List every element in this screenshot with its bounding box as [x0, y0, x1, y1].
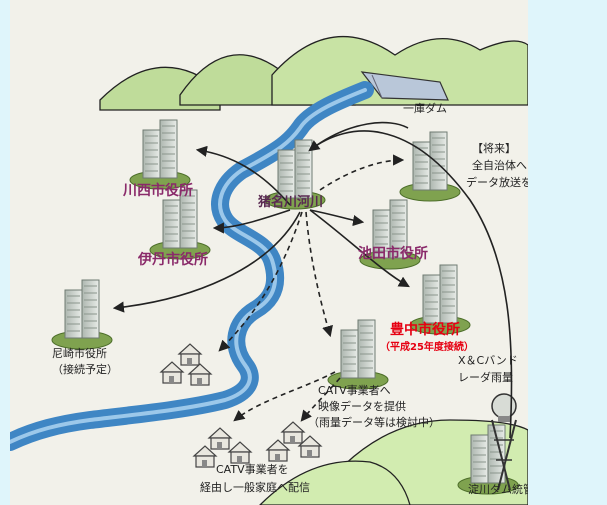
houses-bottom	[193, 421, 322, 468]
kawanishi-building-icon	[129, 119, 191, 190]
home-line1: CATV事業者を	[216, 463, 289, 476]
dam-label: 一庫ダム	[403, 102, 447, 115]
radar-line2: レーダ雨量	[458, 371, 513, 384]
catv-line2: 映像データを提供	[318, 400, 406, 413]
amagasaki-label: 尼崎市役所	[52, 347, 107, 360]
kawanishi-label: 川西市役所	[123, 183, 193, 199]
home-line2: 経由し一般家庭へ配信	[200, 481, 310, 494]
dam-icon	[360, 71, 449, 101]
future-line1: 全自治体へ	[472, 159, 527, 172]
catv-line3: （雨量データ等は検討中）	[308, 416, 440, 429]
radar-line1: X＆Cバンド	[458, 354, 518, 367]
toyonaka-note: （平成25年度接続）	[380, 342, 474, 353]
diagram-drawing	[10, 36, 528, 505]
center-label: 猪名川河川	[258, 195, 324, 210]
diagram-scene: 一庫ダム 【将来】 全自治体へ データ放送を配信 猪名川河川 川西市役所 伊丹市…	[10, 0, 528, 505]
future-line2: データ放送を配信	[466, 176, 528, 189]
connection-arrows	[112, 121, 513, 439]
future-title: 【将来】	[472, 142, 516, 155]
amagasaki-building-icon	[51, 279, 113, 350]
catv-line1: CATV事業者へ	[318, 384, 391, 397]
itami-building-icon	[149, 189, 211, 260]
dashed-arrows	[218, 154, 405, 422]
toyonaka-label: 豊中市役所	[390, 322, 460, 338]
houses-left	[160, 343, 212, 386]
amagasaki-note: （接続予定）	[52, 363, 118, 376]
catv-building-icon	[327, 319, 389, 390]
yodo-label: 淀川ダム統管	[468, 483, 528, 496]
ikeda-label: 池田市役所	[358, 246, 428, 262]
itami-label: 伊丹市役所	[138, 252, 208, 268]
radar-tower-icon	[491, 393, 517, 491]
